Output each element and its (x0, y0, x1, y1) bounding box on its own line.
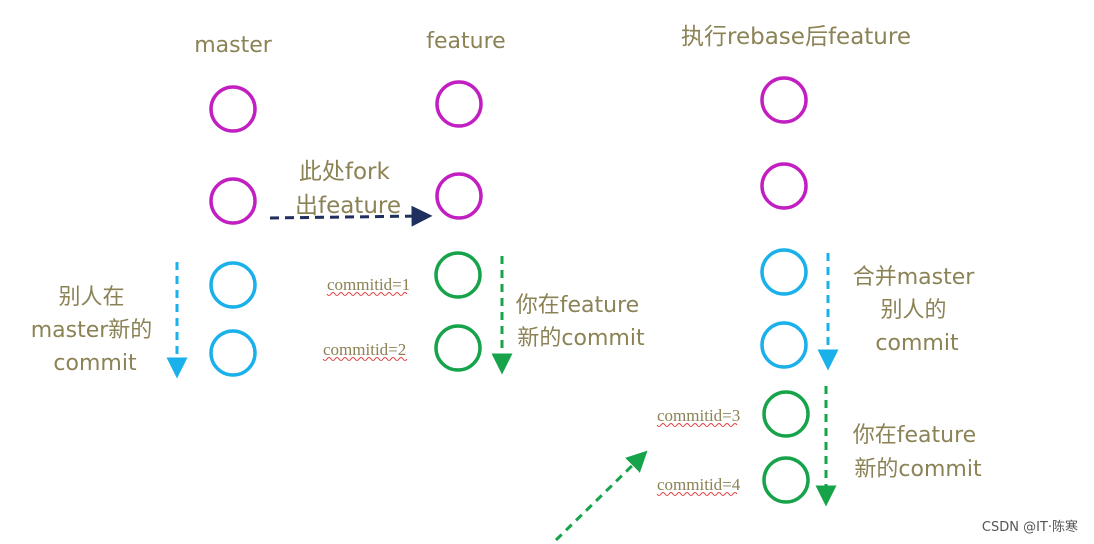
feature-base-commit-1 (435, 80, 483, 128)
commit-id-2-label: commitid=2 (323, 340, 406, 359)
rebase-feature-note-line-1: 你在feature (853, 423, 976, 448)
fork-arrow (269, 205, 433, 227)
rebase-others-commit-2 (760, 321, 808, 369)
rebase-merge-note-line-3: commit (875, 331, 959, 356)
master-base-commit-2 (209, 177, 257, 225)
feature-base-commit-2 (435, 172, 483, 220)
master-note-line-3: commit (53, 351, 137, 376)
feature-column-title: feature (426, 29, 505, 54)
master-column-title: master (194, 33, 273, 58)
commit-id-1-label: commitid=1 (327, 275, 410, 294)
rebase-column-title: 执行rebase后feature (681, 24, 911, 50)
master-note: 别人在 master新的 commit (31, 285, 160, 376)
csdn-watermark: CSDN @IT·陈寒 (982, 519, 1078, 535)
feature-note: 你在feature 新的commit (516, 293, 646, 351)
rebase-feature-note-line-2: 新的commit (854, 457, 982, 482)
rebase-merge-note: 合并master 别人的 commit (853, 265, 982, 356)
feature-note-line-2: 新的commit (517, 326, 645, 351)
commit-id-3-label: commitid=3 (657, 406, 740, 425)
fork-note-line-1: 此处fork (299, 159, 391, 185)
rebase-base-commit-1 (760, 76, 808, 124)
rebase-merge-note-line-2: 别人的 (880, 298, 946, 323)
feature-your-commit-2 (434, 324, 482, 372)
master-others-commit-1 (209, 261, 257, 309)
commit-id-4-underline (656, 492, 738, 496)
rebase-your-commit-1 (762, 390, 810, 438)
commit-id-2-underline (322, 357, 408, 361)
fork-note-line-2: 出feature (295, 193, 401, 219)
rebase-feature-note: 你在feature 新的commit (853, 423, 983, 482)
commit-id-3-underline (656, 423, 738, 427)
feature-your-commit-1 (434, 251, 482, 299)
fork-note: 此处fork 出feature (295, 159, 401, 219)
lower-pointer-arrow (554, 450, 648, 542)
master-note-line-1: 别人在 (58, 285, 124, 310)
commit-id-4-label: commitid=4 (657, 475, 741, 494)
master-base-commit-1 (209, 85, 257, 133)
rebase-merge-note-line-1: 合并master (853, 265, 976, 290)
master-others-commit-2 (209, 329, 257, 377)
commit-id-1-underline (326, 292, 408, 296)
feature-note-line-1: 你在feature (516, 293, 639, 318)
rebase-your-commit-2 (762, 456, 810, 504)
rebase-base-commit-2 (760, 162, 808, 210)
master-note-line-2: master新的 (31, 318, 153, 343)
rebase-others-commit-1 (760, 248, 808, 296)
